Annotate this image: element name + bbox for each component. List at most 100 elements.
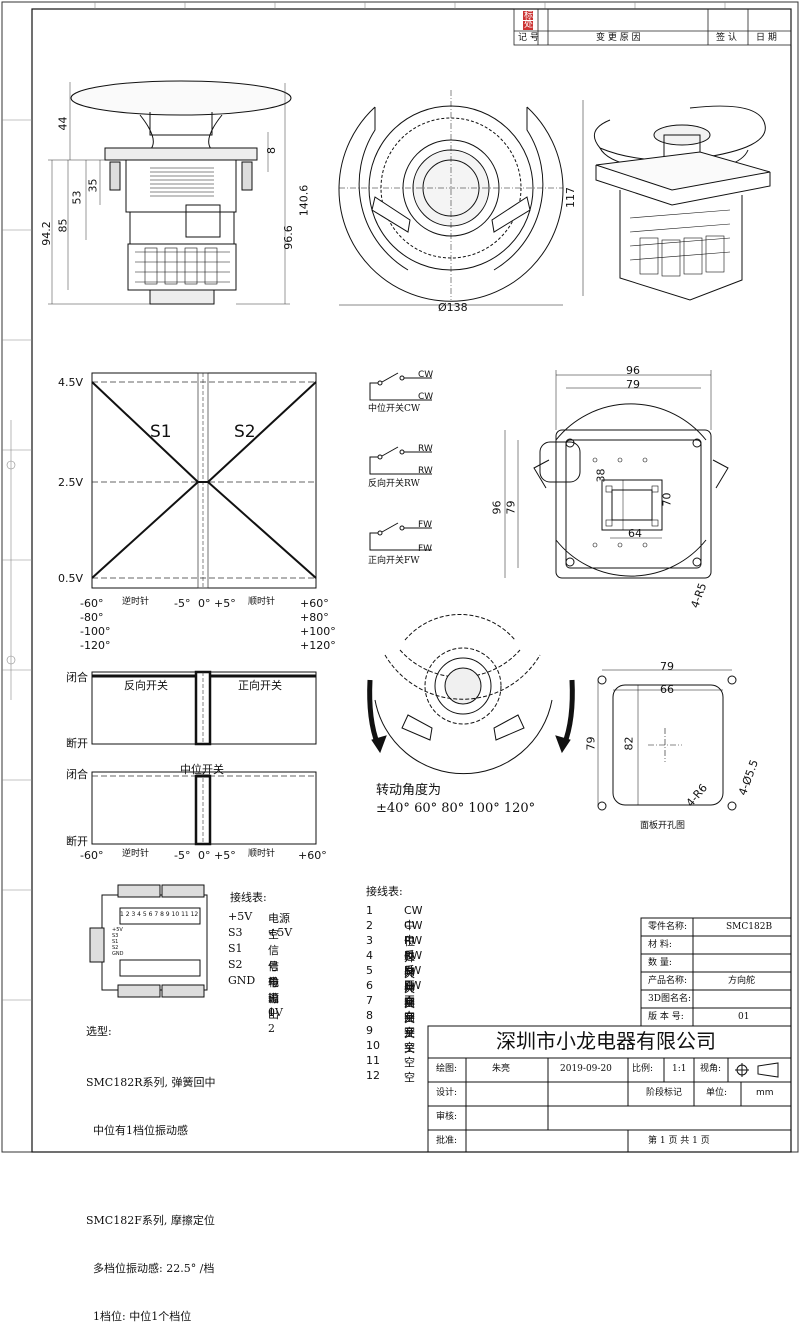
wl-desc: 信号输出2	[268, 960, 279, 1035]
sg1-reverse-label: 反向开关	[124, 679, 168, 692]
sg2-x-0: 0°	[198, 849, 211, 862]
wl-pin: GND	[228, 974, 256, 987]
wr-num: 7	[366, 994, 373, 1007]
x-mid-plus5: +5°	[214, 597, 236, 610]
tb-stage-label: 阶段标记	[646, 1088, 683, 1098]
x-right-120: +120°	[300, 639, 336, 652]
dim-53: 53	[70, 190, 84, 205]
wr-desc: 空	[404, 1011, 415, 1024]
x-right-60: +60°	[300, 597, 329, 610]
switch-symbols	[369, 372, 432, 551]
dim-117: 117	[564, 187, 577, 208]
wr-desc: FW 正向开关	[404, 964, 422, 1040]
bv-dim-96-side: 96	[490, 500, 504, 515]
wr-desc: RW 反向开关	[404, 934, 423, 1010]
dim-8: 8	[265, 147, 278, 154]
x-mid-minus5: -5°	[174, 597, 191, 610]
wl-desc: 电源0V	[268, 976, 283, 1019]
dim-35: 35	[86, 178, 100, 193]
wr-num: 1	[366, 904, 373, 917]
bv-dim-79-top: 79	[626, 378, 640, 391]
wl-pin: +5V	[228, 910, 253, 923]
selection-line: 中位有1档位振动感	[86, 1124, 188, 1137]
wr-desc: 空	[404, 1056, 415, 1069]
wiring-left-title: 接线表:	[230, 891, 267, 904]
sg2-x-minus5: -5°	[174, 849, 191, 862]
connector-drawing	[89, 884, 208, 998]
wl-pin: S3	[228, 926, 243, 939]
wr-num: 10	[366, 1039, 380, 1052]
switch-graph-2	[91, 771, 317, 846]
revision-header-reason: 变 更 原 因	[596, 33, 641, 43]
selection-title: 选型:	[86, 1025, 112, 1038]
connector-pin-5v: +5V	[112, 927, 123, 933]
pc-dim-79-top: 79	[660, 660, 674, 673]
series-s1: S1	[150, 422, 172, 442]
sg1-closed: 闭合	[66, 671, 88, 684]
selection-line: SMC182F系列, 摩擦定位	[86, 1214, 215, 1227]
sw-fw-tag2: FW	[418, 544, 433, 554]
wl-desc: 空	[268, 928, 279, 941]
bv-dim-64: 64	[628, 527, 642, 540]
wr-desc: 空	[404, 1041, 415, 1054]
dim-140-6: 140.6	[297, 184, 311, 217]
voltage-graph	[91, 372, 317, 589]
sw-cw-tag2: CW	[418, 392, 434, 402]
bv-dim-96-top: 96	[626, 364, 640, 377]
y-label-4-5v: 4.5V	[58, 376, 84, 389]
dim-96-6: 96.6	[281, 225, 295, 250]
pc-dim-66: 66	[660, 683, 674, 696]
rotation-angles: ±40° 60° 80° 100° 120°	[376, 801, 536, 816]
revision-marker-2: 处	[524, 20, 534, 30]
sg2-center-label: 中位开关	[180, 763, 224, 776]
company-name: 深圳市小龙电器有限公司	[496, 1029, 716, 1053]
sg2-x-plus60: +60°	[298, 849, 327, 862]
tb-scale: 1:1	[672, 1064, 687, 1074]
wr-num: 8	[366, 1009, 373, 1022]
dim-dia-138: Ø138	[438, 301, 468, 314]
connector-top-pins: 1 2 3 4 5 6 7 8 9 10 11 12	[120, 911, 199, 918]
sg2-x-ccw: 逆时针	[122, 849, 150, 859]
tb-value-version: 01	[738, 1012, 750, 1022]
wl-desc: 电源+5V	[268, 912, 293, 939]
tb-drawn-by: 朱亮	[492, 1064, 511, 1074]
connector-pin-s2: S2	[112, 945, 119, 951]
wr-desc: FW 正向开关	[404, 979, 422, 1055]
sw-rw-tag1: RW	[418, 444, 433, 454]
dim-94-2: 94.2	[39, 221, 53, 246]
wr-num: 4	[366, 949, 373, 962]
bv-dim-70: 70	[660, 492, 674, 507]
selection-line	[86, 1171, 216, 1181]
selection-line: SMC182R系列, 弹簧回中	[86, 1076, 216, 1089]
drawing-canvas	[1, 1, 799, 1153]
sg1-forward-label: 正向开关	[238, 679, 282, 692]
wr-num: 11	[366, 1054, 380, 1067]
tb-label-3d: 3D图名名:	[648, 994, 691, 1004]
wr-num: 12	[366, 1069, 380, 1082]
pc-caption: 面板开孔图	[640, 821, 686, 831]
tb-approve-label: 批准:	[436, 1136, 458, 1146]
revision-header-date: 日 期	[756, 33, 777, 43]
left-margin-ticks	[2, 119, 32, 1001]
wr-num: 9	[366, 1024, 373, 1037]
iso-view	[593, 105, 771, 301]
x-mid-0: 0°	[198, 597, 211, 610]
dim-85: 85	[56, 218, 70, 233]
sw-rw-caption: 反向开关RW	[368, 479, 420, 489]
rotation-title: 转动角度为	[376, 783, 442, 798]
tb-value-part: SMC182B	[726, 922, 773, 932]
wr-num: 3	[366, 934, 373, 947]
tb-unit-label: 单位:	[706, 1088, 728, 1098]
wr-desc: 空	[404, 1071, 415, 1084]
sg2-x-cw: 顺时针	[248, 849, 276, 859]
pc-dim-79-side: 79	[584, 736, 598, 751]
sw-rw-tag2: RW	[418, 466, 433, 476]
tb-value-product: 方向舵	[728, 976, 756, 986]
wl-pin: S1	[228, 942, 243, 955]
sw-cw-caption: 中位开关CW	[368, 404, 421, 414]
tb-label-qty: 数 量:	[648, 958, 672, 968]
tb-label-material: 材 料:	[648, 940, 672, 950]
bv-dim-79-side: 79	[504, 500, 518, 515]
ccw-label: 逆时针	[122, 597, 150, 607]
front-view	[48, 80, 292, 305]
